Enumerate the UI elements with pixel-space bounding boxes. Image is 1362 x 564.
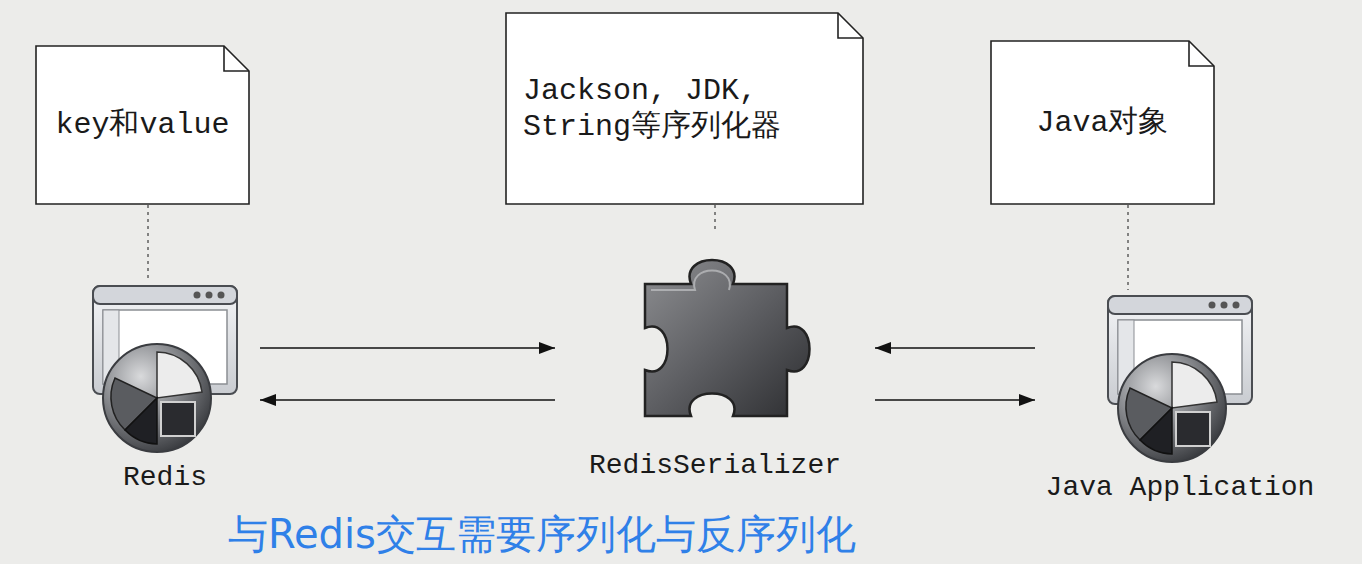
caption: 与Redis交互需要序列化与反序列化	[228, 510, 856, 558]
node-label: Java Application	[1046, 472, 1315, 504]
note-outline	[505, 12, 864, 205]
node-label: RedisSerializer	[589, 450, 841, 482]
note-box: Java对象	[990, 40, 1215, 205]
note-text: key和value	[55, 107, 229, 143]
note-text: Java对象	[1036, 105, 1168, 141]
app-window-icon	[1100, 290, 1260, 466]
application-node: Java Application	[1035, 290, 1325, 510]
dotted-leader	[1127, 205, 1128, 290]
dotted-leader	[714, 205, 715, 232]
application-node: Redis	[70, 280, 260, 502]
node-label: Redis	[123, 462, 207, 494]
note-box: key和value	[35, 45, 250, 205]
flow-arrow	[260, 399, 555, 401]
puzzle-piece-icon	[595, 232, 835, 444]
note-box: Jackson, JDK, String等序列化器	[505, 12, 864, 205]
flow-arrow	[875, 399, 1035, 401]
flow-arrow	[260, 347, 555, 349]
dotted-leader	[147, 205, 148, 280]
note-text: Jackson, JDK, String等序列化器	[523, 73, 846, 145]
app-window-icon	[85, 280, 245, 456]
serializer-component: RedisSerializer	[555, 232, 875, 494]
flow-arrow	[875, 347, 1035, 349]
